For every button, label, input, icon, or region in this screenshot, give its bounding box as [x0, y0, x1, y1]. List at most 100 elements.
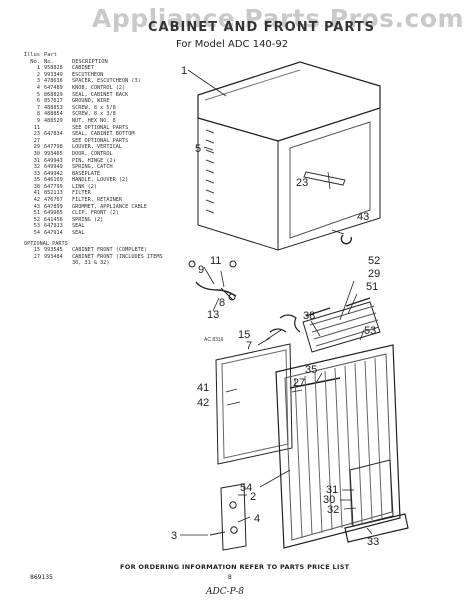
part-description: HANDLE, LOUVER (2): [72, 177, 129, 184]
part-number: 641456: [44, 216, 63, 223]
part-number: 993349: [44, 71, 63, 78]
parts-row: 51 649965 CLIP, FRONT (2): [22, 210, 172, 217]
illus-number: 27: [33, 253, 40, 260]
illus-number: 9: [36, 117, 40, 124]
illus-number: 8: [36, 111, 40, 118]
ordering-footer: FOR ORDERING INFORMATION REFER TO PARTS …: [120, 563, 350, 571]
illus-number: 51: [33, 210, 40, 217]
callout-11: 11: [210, 255, 221, 267]
illus-number: 11: [33, 124, 40, 131]
callout-52: 52: [368, 255, 380, 267]
col-description-header: DESCRIPTION: [72, 58, 108, 65]
part-description: SCREW, 8 x 3/8: [72, 111, 116, 118]
callout-23: 23: [296, 177, 308, 189]
ac-note: AC 8316: [204, 337, 224, 343]
part-description: SPRING, CATCH: [72, 164, 113, 171]
grommet: [340, 234, 353, 245]
part-number: 646169: [44, 177, 63, 184]
part-description: KNOB, CONTROL (2): [72, 84, 126, 91]
front-clips: [269, 314, 301, 333]
illus-number: 35: [33, 177, 40, 184]
illus-number: 32: [33, 164, 40, 171]
callout-15: 15: [238, 329, 250, 341]
part-number: 852113: [44, 190, 63, 197]
callout-4: 4: [254, 513, 260, 525]
part-description: NUT, HEX NO. 8: [72, 117, 116, 124]
part-description: CABINET FRONT (COMPLETE): [72, 247, 147, 254]
illus-number: 4: [36, 84, 40, 91]
callout-8: 8: [219, 297, 225, 309]
part-description: SEAL: [72, 230, 85, 237]
callout-33: 33: [367, 536, 379, 548]
part-number: 476707: [44, 197, 63, 204]
callout-5: 5: [195, 143, 201, 155]
illus-number: 7: [36, 104, 40, 111]
part-number: 993545: [44, 247, 63, 254]
part-description: SEE OPTIONAL PARTS: [72, 137, 129, 144]
part-number: 647899: [44, 203, 63, 210]
parts-row: 11 SEE OPTIONAL PARTS: [22, 125, 172, 132]
part-description: SEE OPTIONAL PARTS: [72, 124, 129, 131]
callout-35: 35: [305, 364, 317, 376]
part-description: SCREW, 8 x 5/8: [72, 104, 116, 111]
part-number: 993465: [44, 150, 63, 157]
part-description: LINK (2): [72, 183, 97, 190]
cabinet-front: [275, 344, 409, 549]
part-description: PIN, HINGE (2): [72, 157, 116, 164]
handwritten-note: ADC-P-8: [206, 587, 244, 597]
part-description: FILTER: [72, 190, 91, 197]
part-number: 488853: [44, 104, 63, 111]
part-description: DOOR, CONTROL: [72, 150, 113, 157]
col-part-header: Part No.: [44, 52, 57, 65]
part-number: 857017: [44, 98, 63, 105]
illus-number: 30: [33, 150, 40, 157]
part-description: GROMMET, APPLIANCE CABLE: [72, 203, 147, 210]
part-number: 868829: [44, 91, 63, 98]
illus-number: 33: [33, 170, 40, 177]
callout-51: 51: [366, 281, 378, 293]
parts-row: 7 488853 SCREW, 8 x 5/8: [22, 105, 172, 112]
part-number: 488854: [44, 111, 63, 118]
callout-13: 13: [207, 309, 219, 321]
illus-number: 54: [33, 230, 40, 237]
part-description: BASEPLATE: [72, 170, 101, 177]
callout-43: 43: [357, 211, 369, 223]
parts-row: 8 488854 SCREW, 8 x 3/8: [22, 111, 172, 118]
illus-number: 53: [33, 223, 40, 230]
illus-number: 52: [33, 216, 40, 223]
callout-7: 7: [246, 340, 252, 352]
part-description: LOUVER, VERTICAL: [72, 144, 122, 151]
callout-9: 9: [198, 264, 204, 276]
part-number: 647799: [44, 183, 63, 190]
filter: [215, 343, 293, 465]
parts-row: 30 993465 DOOR, CONTROL: [22, 151, 172, 158]
part-number: 649965: [44, 210, 63, 217]
cabinet: [197, 61, 381, 251]
part-description: SPACER, ESCUTCHEON (3): [72, 78, 141, 85]
escutcheon: [209, 483, 247, 551]
callout-29: 29: [368, 268, 380, 280]
watermark: Appliance Parts Pros.com: [92, 4, 465, 33]
page-number: 8: [228, 574, 232, 581]
part-description: SPRING (2): [72, 216, 104, 223]
part-description: CLIP, FRONT (2): [72, 210, 119, 217]
part-description: SEAL, CABINET BACK: [72, 91, 129, 98]
